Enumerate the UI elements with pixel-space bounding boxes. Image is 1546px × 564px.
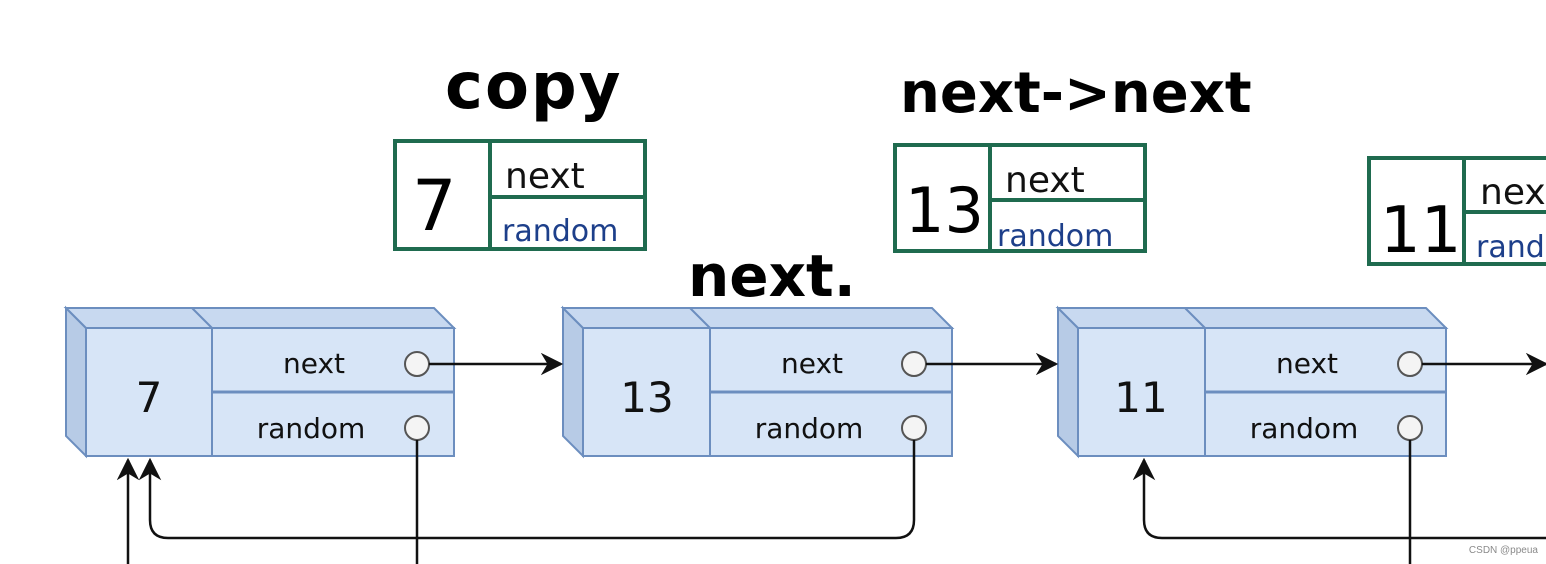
- copy-node-value: 7: [412, 165, 457, 247]
- annotation-copy: copy: [445, 50, 622, 124]
- annotation-next-next: next->next: [900, 61, 1252, 126]
- random-pointer-handle: [1397, 415, 1423, 441]
- node-value: 13: [620, 373, 673, 422]
- copy-node-11: 11 next random: [1367, 156, 1546, 268]
- next-pointer-handle: [404, 351, 430, 377]
- random-arrow-right-to-11: [1132, 457, 1546, 540]
- copy-node-value: 13: [905, 174, 984, 247]
- list-node-13: 13 next random: [560, 305, 955, 459]
- annotation-next-dot: next.: [688, 242, 856, 310]
- node-value: 7: [136, 373, 163, 422]
- copy-node-next-label: next: [1480, 172, 1546, 213]
- next-pointer-handle: [1397, 351, 1423, 377]
- node-value: 11: [1114, 373, 1167, 422]
- copy-node-random-label: random: [997, 219, 1113, 254]
- node-random-label: random: [1250, 412, 1359, 445]
- node-random-label: random: [755, 412, 864, 445]
- list-node-7: 7 next random: [63, 305, 457, 459]
- random-pointer-handle: [404, 415, 430, 441]
- random-pointer-handle: [901, 415, 927, 441]
- watermark: CSDN @ppeua: [1468, 545, 1538, 556]
- node-next-label: next: [283, 347, 345, 380]
- node-next-label: next: [1276, 347, 1338, 380]
- node-random-label: random: [257, 412, 366, 445]
- copy-node-value: 11: [1380, 194, 1461, 268]
- copy-node-next-label: next: [1005, 160, 1085, 201]
- copy-node-13: 13 next random: [893, 143, 1147, 254]
- list-node-11: 11 next random: [1055, 305, 1449, 459]
- copy-node-next-label: next: [505, 156, 585, 197]
- copy-node-random-label: random: [502, 214, 618, 249]
- copy-node-random-label: random: [1476, 230, 1546, 265]
- node-next-label: next: [781, 347, 843, 380]
- next-pointer-handle: [901, 351, 927, 377]
- copy-node-7: 7 next random: [393, 139, 647, 251]
- random-arrow-13-to-7: [138, 440, 916, 540]
